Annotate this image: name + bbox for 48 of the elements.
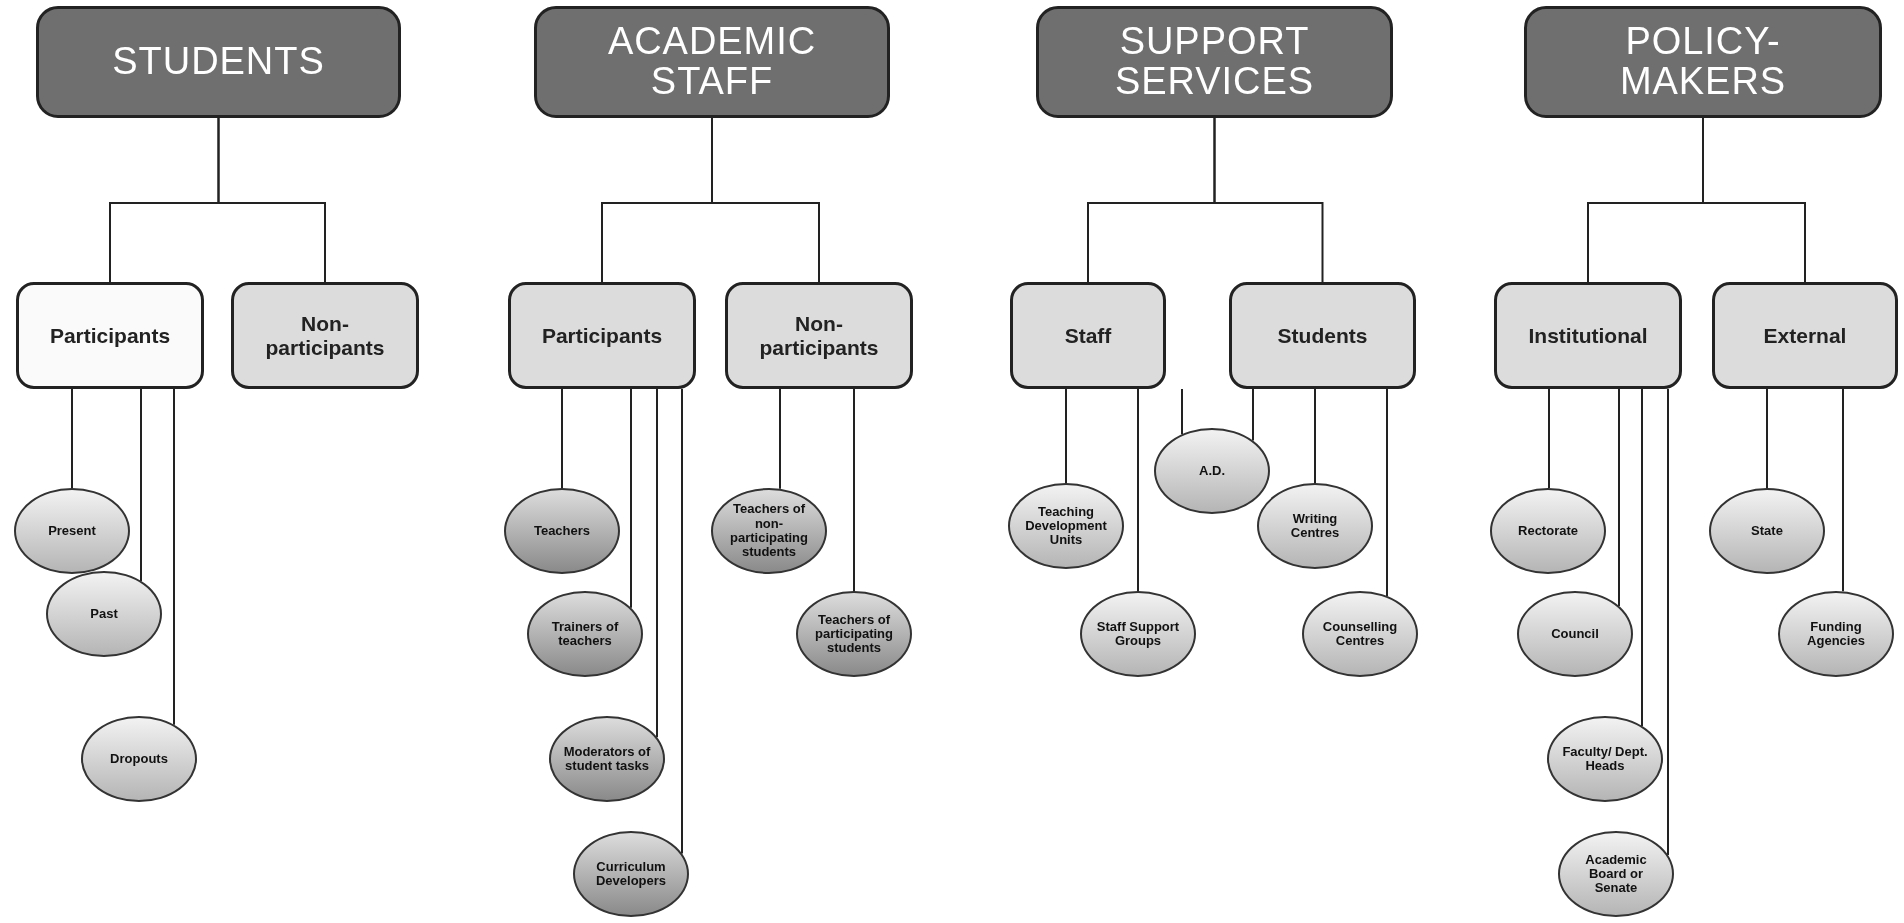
group-box: Staff — [1010, 282, 1166, 389]
member-ellipse: Counselling Centres — [1302, 591, 1418, 677]
connector-line — [1213, 117, 1324, 283]
member-ellipse: Rectorate — [1490, 488, 1606, 574]
connector-line — [1548, 388, 1550, 489]
member-ellipse: Present — [14, 488, 130, 574]
member-ellipse: Curriculum Developers — [573, 831, 689, 917]
member-ellipse: Faculty/ Dept. Heads — [1547, 716, 1663, 802]
member-ellipse: Funding Agencies — [1778, 591, 1894, 677]
connector-line — [853, 388, 855, 592]
group-box: Participants — [16, 282, 204, 389]
member-ellipse: Past — [46, 571, 162, 657]
connector-line — [779, 388, 781, 490]
member-ellipse: Staff Support Groups — [1080, 591, 1196, 677]
connector-line — [561, 388, 563, 489]
group-box: Non- participants — [231, 282, 419, 389]
connector-line — [1314, 388, 1316, 484]
category-box: ACADEMIC STAFF — [534, 6, 890, 118]
category-box: SUPPORT SERVICES — [1036, 6, 1393, 118]
connector-line — [1386, 388, 1388, 597]
group-box: Institutional — [1494, 282, 1682, 389]
connector-line — [71, 388, 73, 489]
category-box: STUDENTS — [36, 6, 401, 118]
connector-line — [711, 117, 820, 283]
connector-line — [1181, 388, 1183, 436]
connector-line — [1702, 117, 1806, 283]
member-ellipse: Trainers of teachers — [527, 591, 643, 677]
connector-line — [1065, 388, 1067, 484]
group-box: Students — [1229, 282, 1416, 389]
group-box: Participants — [508, 282, 696, 389]
member-ellipse: Teaching Development Units — [1008, 483, 1124, 569]
member-ellipse: Dropouts — [81, 716, 197, 802]
connector-line — [1766, 388, 1768, 489]
member-ellipse: Teachers — [504, 488, 620, 574]
member-ellipse: Council — [1517, 591, 1633, 677]
group-box: Non- participants — [725, 282, 913, 389]
member-ellipse: State — [1709, 488, 1825, 574]
group-box: External — [1712, 282, 1898, 389]
category-box: POLICY- MAKERS — [1524, 6, 1882, 118]
connector-line — [1137, 388, 1139, 592]
member-ellipse: Teachers of non- participating students — [711, 488, 827, 574]
member-ellipse: Academic Board or Senate — [1558, 831, 1674, 917]
member-ellipse: Teachers of participating students — [796, 591, 912, 677]
member-ellipse: Moderators of student tasks — [549, 716, 665, 802]
connector-line — [1842, 388, 1844, 593]
member-ellipse: A.D. — [1154, 428, 1270, 514]
member-ellipse: Writing Centres — [1257, 483, 1373, 569]
connector-line — [217, 117, 326, 283]
